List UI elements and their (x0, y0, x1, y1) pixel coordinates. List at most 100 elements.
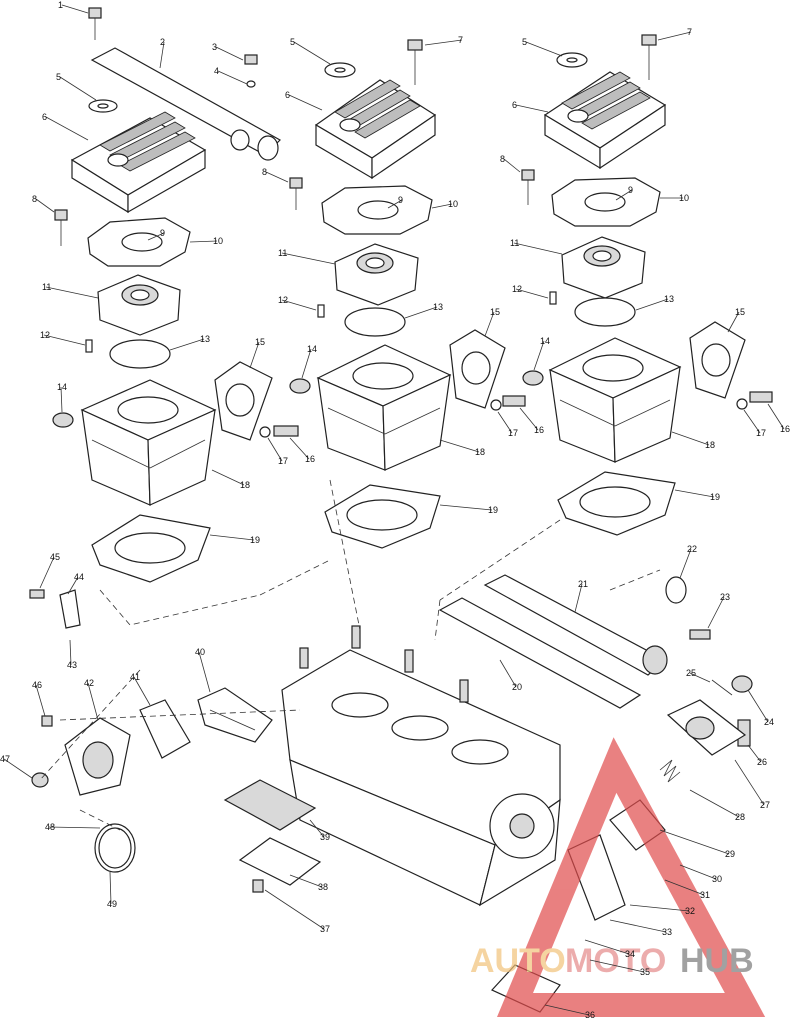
screw-part-16-middle (502, 395, 526, 407)
leader-line-c25 (689, 672, 711, 683)
callout-label-c6c: 6 (512, 100, 517, 110)
callout-label-c28: 28 (735, 812, 745, 822)
bolt-part-8-middle (289, 177, 303, 210)
callout-label-c25: 25 (686, 668, 696, 678)
callout-label-c6a: 6 (42, 112, 47, 122)
leader-line-c30 (679, 864, 717, 880)
leader-line-c6b (288, 94, 323, 111)
callout-label-c17b: 17 (508, 428, 518, 438)
leader-line-c13a (169, 338, 205, 351)
leader-line-c8b (265, 171, 289, 183)
leader-line-c6c (515, 104, 549, 113)
leader-line-c14c (533, 340, 545, 371)
callout-label-c10a: 10 (213, 236, 223, 246)
leader-line-c47 (3, 758, 33, 779)
callout-label-c6b: 6 (285, 90, 290, 100)
watermark-logo: AUTO MOTO HUB (470, 737, 766, 1017)
leader-line-c15c (727, 311, 740, 333)
leader-line-c11a (45, 286, 99, 299)
leader-line-c4 (217, 70, 248, 85)
watermark-text-hub: HUB (680, 942, 754, 980)
leader-line-c42 (87, 682, 99, 721)
leader-line-c15a (249, 341, 260, 369)
callout-label-c13a: 13 (200, 334, 210, 344)
nut-part-14-right (522, 370, 544, 386)
gasket-part-41 (139, 699, 191, 759)
bolt-part-1 (88, 7, 102, 40)
head-gasket-part-10-right (551, 177, 661, 227)
manifold-gasket-part-20 (438, 597, 642, 709)
leader-line-c14a (60, 386, 63, 413)
leader-line-c9a (147, 232, 165, 241)
leader-line-c9b (387, 199, 403, 209)
callout-label-c4: 4 (214, 66, 219, 76)
callout-label-c24: 24 (764, 717, 774, 727)
leader-line-c10b (431, 203, 453, 209)
bolt-part-8-left (54, 209, 68, 246)
callout-label-c26: 26 (757, 757, 767, 767)
callout-label-c19c: 19 (710, 492, 720, 502)
callout-label-c18c: 18 (705, 440, 715, 450)
base-gasket-part-19-left (91, 514, 211, 583)
leader-line-c48 (48, 826, 101, 829)
leader-line-c6a (45, 116, 89, 141)
nut-part-14-left (52, 412, 74, 428)
callout-label-c36: 36 (585, 1010, 595, 1018)
leader-line-c8c (503, 158, 521, 173)
callout-label-c40: 40 (195, 647, 205, 657)
water-manifold-part-2 (90, 47, 281, 161)
reed-valve-part-40 (197, 687, 273, 743)
callout-label-c42: 42 (84, 678, 94, 688)
crankcase-body (281, 625, 561, 907)
callout-label-c14c: 14 (540, 336, 550, 346)
leader-line-c19b (439, 504, 493, 511)
leader-line-c2 (159, 41, 165, 69)
callout-label-c31: 31 (700, 890, 710, 900)
callout-label-c8b: 8 (262, 167, 267, 177)
leader-line-c3 (215, 46, 244, 61)
intake-flange-part-42 (64, 717, 131, 796)
callout-label-c14a: 14 (57, 382, 67, 392)
spring-part-28 (659, 759, 681, 783)
dowel-pin-part-12-right (549, 291, 557, 305)
callout-label-c7b: 7 (687, 27, 692, 37)
callout-label-c16a: 16 (305, 454, 315, 464)
cylinder-cover-part-11-right (561, 236, 646, 299)
gasket-part-5-right (556, 52, 588, 68)
gasket-part-5-middle (324, 62, 356, 78)
leader-line-c16a (289, 437, 310, 460)
leader-line-c18a (211, 469, 245, 486)
leader-line-c44 (67, 576, 79, 595)
exhaust-gasket-part-15-left (214, 361, 273, 441)
o-ring-part-13-right (574, 297, 636, 327)
leader-line-c12c (515, 288, 549, 299)
leader-line-c18b (439, 439, 480, 453)
bolt-part-8-right (521, 169, 535, 205)
leader-line-c11b (281, 252, 336, 265)
callout-label-c9c: 9 (628, 185, 633, 195)
callout-label-c18a: 18 (240, 480, 250, 490)
leader-line-c37 (264, 889, 325, 930)
callout-label-c45: 45 (50, 552, 60, 562)
callout-label-c16b: 16 (534, 425, 544, 435)
spring-part-25 (711, 679, 733, 696)
leader-line-c14b (301, 348, 312, 379)
screw-part-16-right (749, 391, 773, 403)
leader-line-c5b (293, 41, 331, 65)
washer-part-46 (41, 715, 53, 727)
leader-line-c43 (69, 639, 72, 666)
leader-line-c26 (747, 744, 762, 763)
bolt-part-3 (244, 54, 258, 65)
leader-line-c49 (109, 871, 112, 905)
cylinder-cover-part-11-left (97, 274, 181, 336)
leader-line-c16c (767, 403, 785, 430)
washer-part-4 (246, 80, 256, 88)
clamp-part-49 (94, 823, 136, 873)
head-gasket-part-10-middle (321, 185, 433, 235)
callout-label-c14b: 14 (307, 344, 317, 354)
leader-line-c11c (513, 242, 563, 255)
leader-line-c27 (734, 759, 765, 806)
callout-label-c30: 30 (712, 874, 722, 884)
callout-label-c15a: 15 (255, 337, 265, 347)
leader-line-c5c (525, 41, 563, 57)
